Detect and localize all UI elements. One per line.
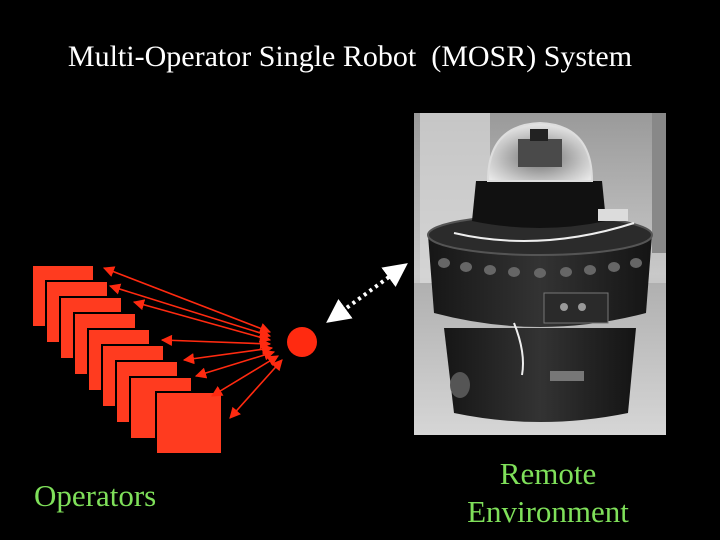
dome-camera-lens (530, 129, 548, 141)
remote-label-line2: Environment (467, 494, 629, 529)
operator-arrow (229, 359, 283, 419)
operator-arrow (182, 343, 274, 365)
operator-box (155, 391, 223, 455)
operator-arrow (132, 299, 272, 343)
side-sensor (598, 209, 628, 221)
remote-label-line1: Remote (499, 456, 597, 491)
robot-cable (453, 222, 635, 242)
operator-links (102, 266, 283, 419)
control-panel (543, 292, 609, 324)
panel-knob (560, 303, 568, 311)
panel-knob (578, 303, 586, 311)
robot-node (287, 327, 317, 357)
robot-brand-plate (550, 371, 584, 381)
robot-photo (414, 113, 666, 435)
robot-wheel (450, 372, 470, 398)
robot-upper-housing (472, 181, 606, 228)
dome-camera (518, 139, 562, 167)
sonar-ring (438, 258, 642, 278)
robot-base (444, 328, 636, 422)
robot-cable (513, 322, 524, 376)
operator-arrow (160, 334, 272, 350)
slide-title: Multi-Operator Single Robot (MOSR) Syste… (67, 40, 633, 73)
photo-right-wall (652, 113, 666, 253)
remote-environment-label: Remote Environment (438, 455, 658, 531)
operator-arrow (194, 349, 276, 379)
operators-label: Operators (34, 478, 157, 513)
remote-link (326, 263, 408, 323)
